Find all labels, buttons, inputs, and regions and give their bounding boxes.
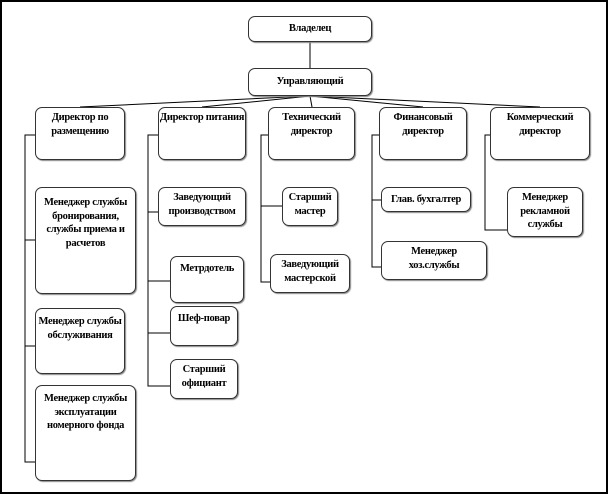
connector-d3 (309, 95, 313, 108)
box-chef: Шеф-повар (170, 306, 238, 346)
connector-d4 (309, 95, 424, 108)
connector-col1 (24, 134, 35, 463)
box-household-manager: Менеджер хоз.службы (381, 241, 487, 280)
box-senior-master: Старший мастер (282, 187, 338, 226)
box-director-technical: Технический директор (268, 107, 355, 160)
box-maitre-d: Метрдотель (170, 256, 244, 303)
connector-col2 (147, 134, 170, 387)
box-chief-accountant: Глав. бухгалтер (381, 187, 471, 212)
connector-col5 (484, 134, 507, 231)
box-director-commercial: Коммерческий директор (490, 107, 590, 160)
box-director-accommodation: Директор по размещению (35, 107, 125, 160)
connector-d2 (201, 95, 311, 108)
box-service-manager: Менеджер службы обслуживания (35, 308, 125, 374)
box-reservation-manager: Менеджер службы бронирования, службы при… (35, 187, 136, 294)
box-advertising-manager: Менеджер рекламной службы (507, 187, 583, 237)
connector-d1 (79, 95, 311, 108)
box-room-fund-manager: Менеджер службы эксплуатации номерного ф… (35, 385, 136, 481)
box-manager: Управляющий (248, 68, 372, 96)
box-workshop-head: Заведующий мастерской (270, 254, 350, 293)
box-production-head: Заведующий производством (158, 187, 246, 226)
connector-col3 (260, 134, 270, 283)
connector-d5 (309, 95, 541, 108)
box-director-finance: Финансовый директор (379, 107, 467, 160)
box-owner: Владелец (248, 16, 372, 42)
connector-col4 (371, 134, 381, 268)
box-director-food: Директор питания (158, 107, 246, 160)
box-head-waiter: Старший официант (170, 359, 238, 399)
